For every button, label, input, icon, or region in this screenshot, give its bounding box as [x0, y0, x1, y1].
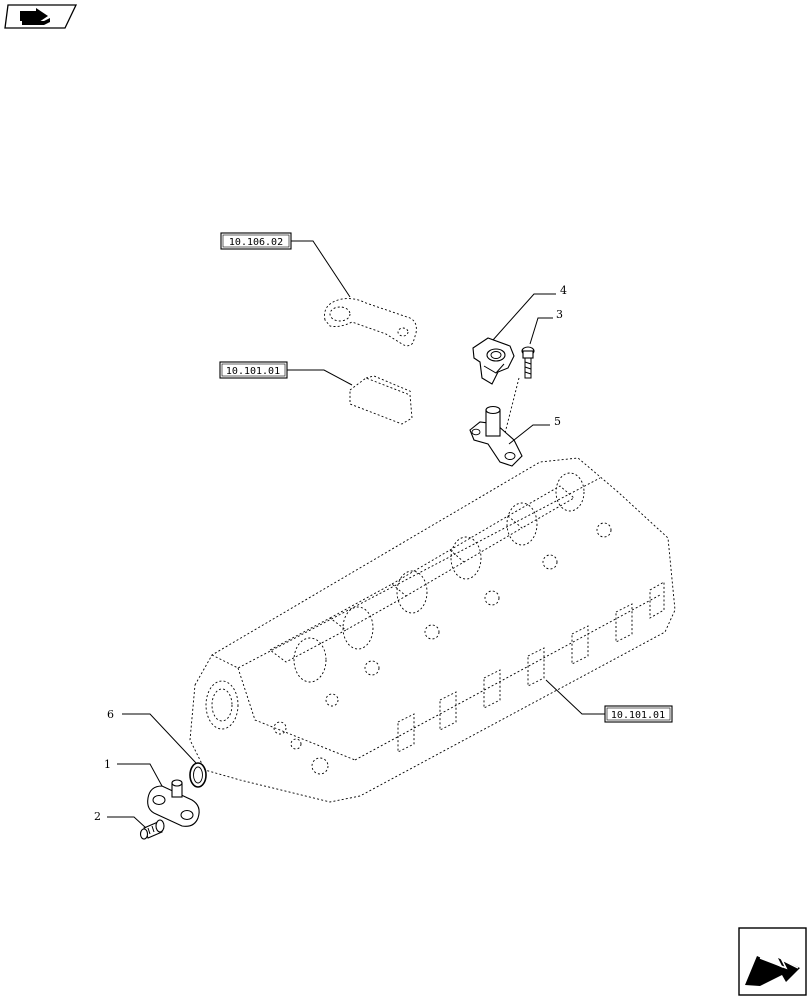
rocker-arm-part: [324, 298, 417, 347]
flange-part: [147, 779, 200, 827]
reference-label-rocker-arm: 10.106.02: [229, 237, 283, 248]
callout-1: 1: [104, 758, 111, 771]
mounting-holes: [273, 522, 612, 775]
reference-label-rocker-pad: 10.101.01: [226, 366, 280, 377]
bolt-part: [139, 819, 165, 840]
cylinder-head-part: [189, 457, 676, 803]
rocker-pad-part: [349, 375, 413, 425]
callout-3: 3: [556, 308, 563, 321]
callout-2: 2: [94, 810, 101, 823]
valve-wells: [293, 472, 585, 683]
leader-rocker-arm: [291, 240, 351, 298]
o-ring-part: [189, 762, 207, 788]
callout-4: 4: [560, 284, 567, 297]
screw-part: [521, 346, 535, 379]
next-page-icon[interactable]: [738, 927, 807, 996]
reference-cylinder-head[interactable]: 10.101.01: [604, 705, 673, 723]
leader-6: [122, 713, 197, 764]
leader-3: [529, 317, 553, 345]
leader-5: [508, 424, 550, 445]
support-part: [469, 405, 523, 467]
reference-rocker-pad[interactable]: 10.101.01: [219, 361, 288, 379]
leader-2: [107, 816, 147, 829]
leader-4: [492, 293, 556, 341]
side-ports: [397, 581, 665, 753]
leader-rocker-pad: [287, 369, 353, 386]
previous-page-icon[interactable]: [4, 4, 78, 29]
bracket-part: [472, 337, 515, 385]
callout-6: 6: [107, 708, 114, 721]
reference-rocker-arm[interactable]: 10.106.02: [220, 232, 292, 250]
assembly-axis: [501, 377, 520, 446]
leader-1: [117, 763, 163, 787]
leader-cylinder-head: [545, 679, 605, 715]
reference-label-cylinder-head: 10.101.01: [611, 710, 665, 721]
callout-5: 5: [554, 415, 561, 428]
